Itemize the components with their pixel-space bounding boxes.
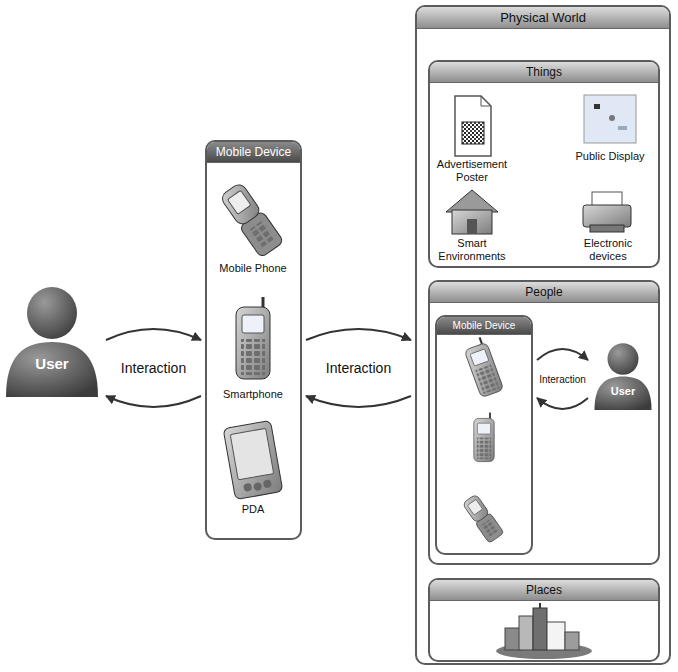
- icon-caption: Public Display: [565, 150, 655, 163]
- group-panel: Mobile Device: [205, 140, 302, 540]
- edge-label: Interaction: [324, 360, 393, 376]
- panel-heading: Places: [430, 580, 658, 601]
- panel-heading: Mobile Device: [437, 317, 531, 335]
- poster-icon: [455, 96, 491, 156]
- smartphone-icon: [236, 297, 270, 379]
- icon-caption: Advertisement Poster: [427, 158, 517, 184]
- panel-heading: Physical World: [417, 7, 669, 29]
- pda-icon: [223, 420, 283, 499]
- house-icon: [446, 190, 498, 234]
- icon-caption: Electronic devices: [573, 237, 643, 263]
- printer-icon: [583, 192, 631, 232]
- panel-heading: Things: [430, 62, 658, 83]
- user-figure: User: [592, 342, 654, 410]
- person-figure: [2, 285, 102, 397]
- inner-bar-icon: [474, 412, 494, 461]
- panel-heading: Mobile Device: [207, 142, 300, 163]
- user-label: User: [592, 385, 654, 397]
- icon-caption: PDA: [208, 503, 298, 516]
- city-icon: [496, 603, 592, 659]
- edge-label: Interaction: [119, 360, 188, 376]
- icon-caption: Smart Environments: [427, 237, 517, 263]
- public-display-icon: [584, 95, 636, 143]
- mobile-phone-icon: [219, 181, 284, 258]
- group-panel: Places: [428, 578, 660, 662]
- group-panel: Mobile Device: [435, 315, 533, 555]
- inner-phone-icon: [462, 493, 504, 543]
- interaction-arrows: [306, 329, 411, 407]
- group-panel: Physical WorldThingsPeopleMobile DeviceU…: [415, 5, 671, 665]
- user-figure: User: [2, 285, 102, 397]
- edge-label: Interaction: [537, 374, 588, 385]
- icon-caption: Smartphone: [208, 388, 298, 401]
- group-panel: PeopleMobile DeviceUser: [428, 280, 660, 565]
- inner-flip-icon: [462, 336, 504, 398]
- panel-heading: People: [430, 282, 658, 303]
- interaction-arrows: [106, 329, 201, 407]
- user-label: User: [2, 355, 102, 372]
- interaction-arrows: [537, 349, 588, 409]
- person-figure: [592, 342, 654, 410]
- icon-caption: Mobile Phone: [208, 262, 298, 275]
